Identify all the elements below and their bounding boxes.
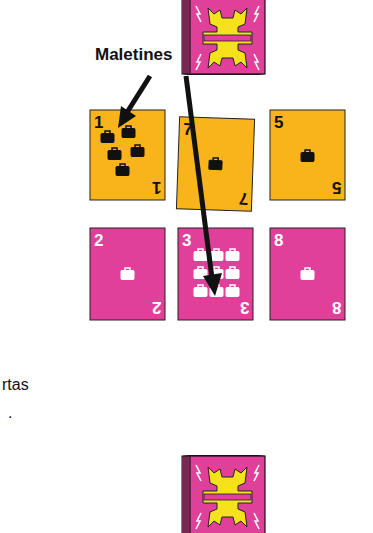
card-number: 3 [182, 232, 191, 249]
yellow-card [176, 117, 254, 212]
card-number: 7 [183, 121, 193, 138]
yellow-card: 55 [270, 110, 345, 200]
card-number: 1 [94, 114, 103, 131]
card-number: 5 [332, 179, 341, 196]
pink-card [178, 228, 253, 320]
card-number: 8 [274, 232, 283, 249]
yellow-card [270, 110, 345, 200]
card-number: 1 [152, 179, 161, 196]
card-number: 2 [152, 299, 161, 316]
leader-arrow [118, 76, 222, 296]
yellow-card [90, 110, 165, 200]
cropped-text: rtas [2, 376, 29, 394]
pink-card: 33 [178, 228, 253, 320]
draw-pile [182, 0, 265, 74]
card-number: 8 [332, 299, 341, 316]
pink-card: 22 [90, 228, 165, 320]
yellow-card: 77 [176, 117, 254, 212]
cropped-text: . [8, 404, 12, 422]
yellow-card: 11 [90, 110, 165, 200]
pink-card [270, 228, 345, 320]
card-number: 7 [238, 190, 248, 207]
card-number: 5 [274, 114, 283, 131]
card-number: 3 [240, 299, 249, 316]
draw-pile [182, 456, 265, 533]
callout-label: Maletines [95, 46, 172, 65]
pink-card [90, 228, 165, 320]
pink-card: 88 [270, 228, 345, 320]
card-number: 2 [94, 232, 103, 249]
